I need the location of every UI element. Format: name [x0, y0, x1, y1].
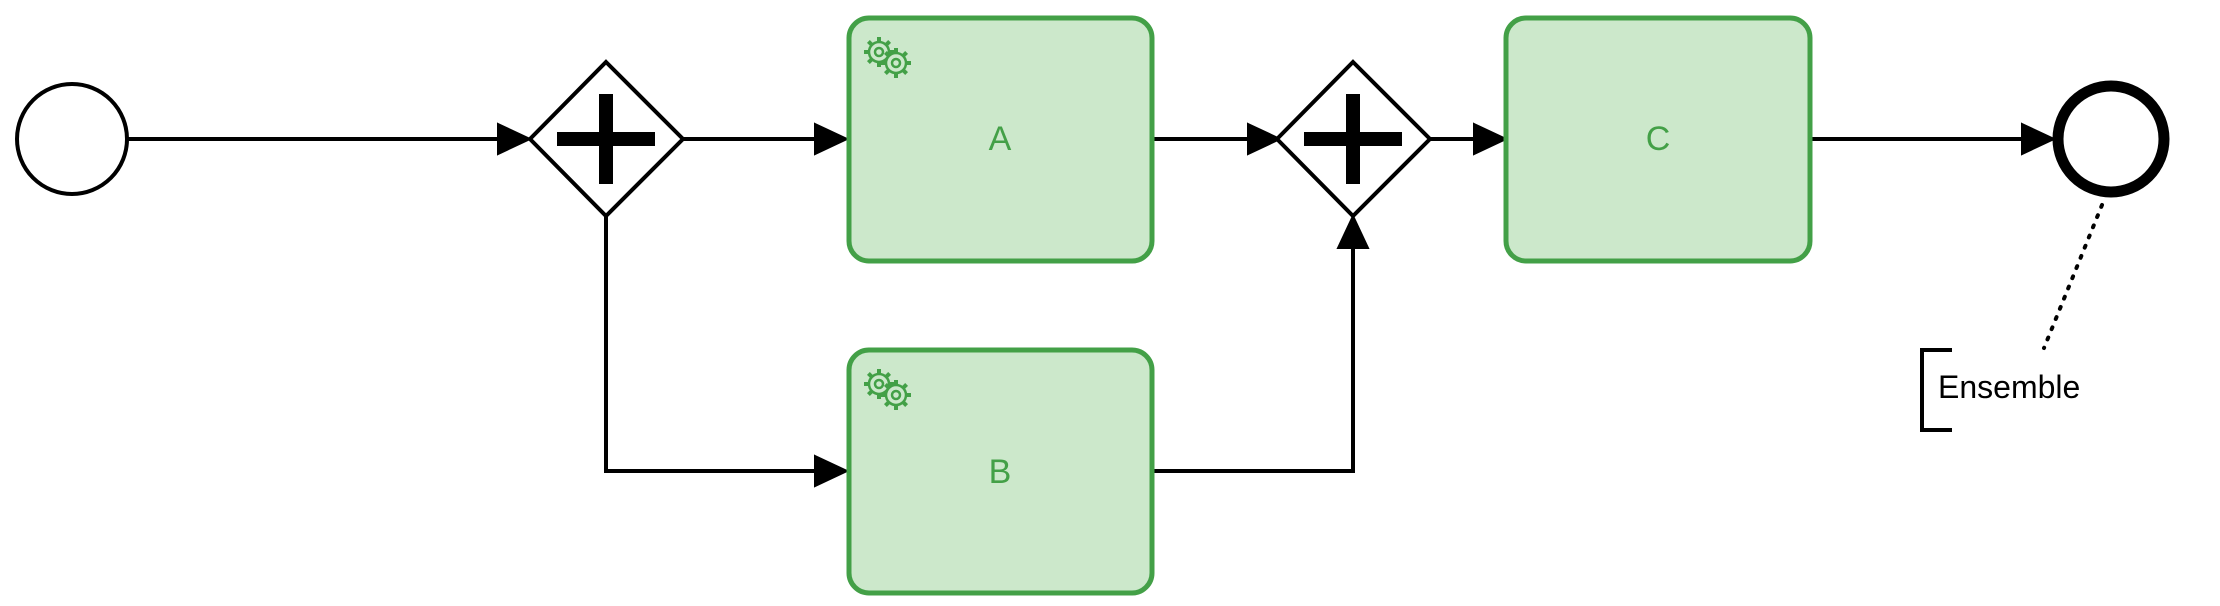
parallel-gateway-split[interactable] — [527, 59, 686, 219]
annotation-text: Ensemble — [1938, 369, 2080, 405]
flow-split-to-b[interactable] — [604, 216, 825, 473]
arrowhead — [814, 454, 850, 488]
end-event[interactable] — [2052, 80, 2170, 198]
start-event[interactable] — [15, 82, 129, 196]
arrowhead — [1247, 122, 1283, 156]
text-annotation[interactable]: Ensemble — [1920, 348, 2080, 432]
association-line[interactable] — [2042, 203, 2104, 350]
annotation-bracket — [1920, 348, 1952, 432]
parallel-gateway-join[interactable] — [1274, 59, 1433, 219]
task-label: C — [1646, 120, 1671, 158]
task-c[interactable]: C — [1503, 15, 1813, 264]
arrowheads — [497, 122, 2057, 488]
plus-icon — [1304, 94, 1402, 184]
task-a[interactable]: A — [846, 15, 1155, 264]
task-box — [1503, 15, 1813, 264]
task-box — [846, 347, 1155, 596]
arrowhead — [2021, 122, 2057, 156]
arrowhead — [814, 122, 850, 156]
sequence-flows — [127, 137, 2022, 473]
task-label: A — [989, 120, 1012, 158]
task-b[interactable]: B — [846, 347, 1155, 596]
task-box — [846, 15, 1155, 264]
plus-icon — [557, 94, 655, 184]
task-label: B — [989, 453, 1012, 491]
arrowhead — [497, 122, 533, 156]
flow-b-to-join[interactable] — [1152, 248, 1355, 473]
arrowhead — [1336, 213, 1370, 249]
arrowhead — [1473, 122, 1509, 156]
